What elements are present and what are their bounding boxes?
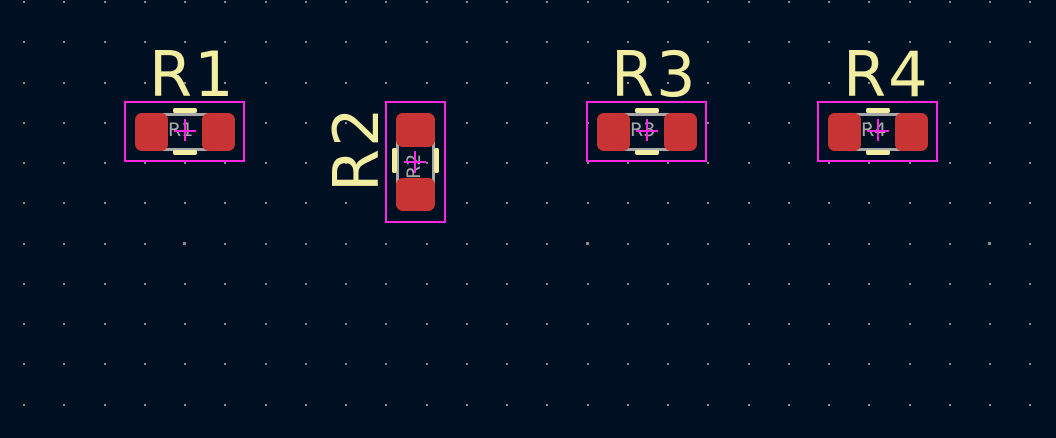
anchor-crosshair-v	[877, 119, 879, 141]
footprint-r4[interactable]: R4	[817, 101, 938, 162]
pad-1[interactable]	[135, 113, 168, 151]
silkscreen-ref-r3[interactable]: R3	[611, 38, 698, 111]
anchor-crosshair-v	[414, 151, 416, 173]
courtyard-outline	[385, 101, 446, 223]
silkscreen-ref-r1[interactable]: R1	[149, 38, 236, 111]
silkscreen-line-bottom	[173, 150, 197, 155]
silkscreen-ref-r4[interactable]: R4	[843, 38, 930, 111]
pad-2[interactable]	[895, 113, 928, 151]
pad-1[interactable]	[396, 113, 435, 147]
footprint-r1[interactable]: R1	[124, 101, 245, 162]
silkscreen-ref-r2[interactable]: R2	[320, 105, 393, 192]
pad-2[interactable]	[202, 113, 235, 151]
pad-2[interactable]	[664, 113, 697, 151]
courtyard-outline	[124, 101, 245, 162]
pad-1[interactable]	[828, 113, 861, 151]
courtyard-outline	[586, 101, 707, 162]
silkscreen-line-right	[434, 148, 439, 173]
silkscreen-line-bottom	[635, 150, 659, 155]
anchor-crosshair-v	[646, 119, 648, 141]
silkscreen-line-bottom	[866, 150, 890, 155]
silkscreen-line-top	[866, 108, 890, 113]
courtyard-outline	[817, 101, 938, 162]
anchor-crosshair-v	[184, 119, 186, 141]
silkscreen-line-top	[635, 108, 659, 113]
silkscreen-line-left	[392, 148, 397, 173]
pad-2[interactable]	[396, 178, 435, 211]
footprint-r2[interactable]: R2	[385, 101, 446, 223]
pad-1[interactable]	[597, 113, 630, 151]
silkscreen-line-top	[173, 108, 197, 113]
footprint-r3[interactable]: R3	[586, 101, 707, 162]
